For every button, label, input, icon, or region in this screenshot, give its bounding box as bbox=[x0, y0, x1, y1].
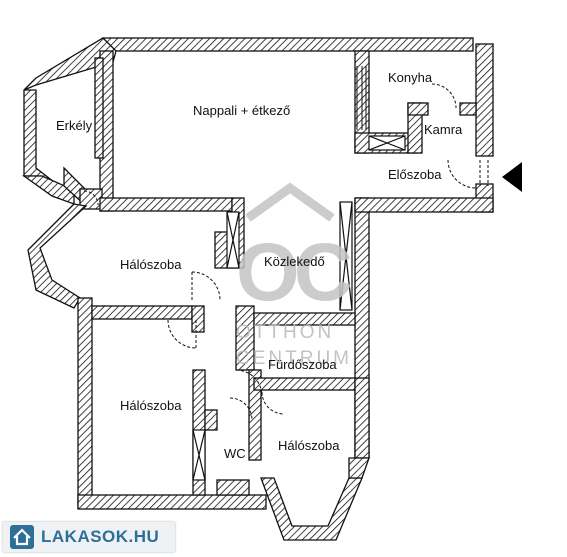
house-icon bbox=[10, 525, 34, 549]
watermark: OC OTTHON CENTRUM bbox=[236, 182, 357, 369]
room-labels: Erkély Nappali + étkező Konyha Kamra Elő… bbox=[56, 70, 463, 461]
room-label-eloszoba: Előszoba bbox=[388, 167, 442, 182]
room-label-kamra: Kamra bbox=[424, 122, 463, 137]
watermark-line-1: OTTHON bbox=[236, 322, 334, 343]
doors bbox=[83, 83, 489, 421]
watermark-roof-icon bbox=[245, 182, 335, 222]
room-label-haloszoba-1: Hálószoba bbox=[120, 257, 182, 272]
room-label-konyha: Konyha bbox=[388, 70, 433, 85]
room-label-nappali: Nappali + étkező bbox=[193, 103, 290, 118]
badge-text: LAKASOK.HU bbox=[41, 527, 160, 546]
room-label-haloszoba-2: Hálószoba bbox=[120, 398, 182, 413]
watermark-line-2: CENTRUM bbox=[236, 348, 352, 369]
entrance-arrow-icon bbox=[502, 162, 522, 192]
room-label-haloszoba-3: Hálószoba bbox=[278, 438, 340, 453]
room-label-erkely: Erkély bbox=[56, 118, 93, 133]
kitchen-partition bbox=[356, 66, 367, 130]
closets bbox=[192, 135, 406, 481]
watermark-monogram: OC bbox=[236, 227, 351, 318]
lakasok-badge[interactable]: LAKASOK.HU bbox=[3, 522, 175, 552]
room-label-furdoszoba: Fürdőszoba bbox=[268, 357, 337, 372]
room-label-kozlekedo: Közlekedő bbox=[264, 254, 325, 269]
walls bbox=[21, 37, 494, 541]
room-label-wc: WC bbox=[224, 446, 246, 461]
